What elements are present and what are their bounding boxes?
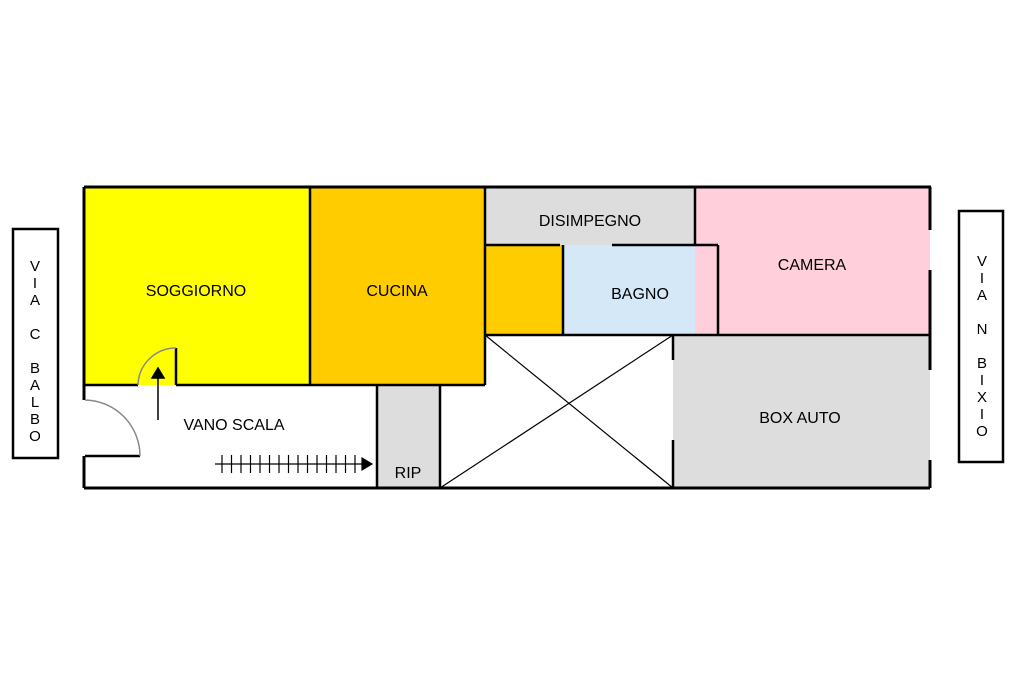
- street-letter: I: [980, 372, 984, 389]
- street-letter: L: [31, 394, 39, 411]
- street-letter: I: [980, 406, 984, 423]
- street-letter: A: [977, 287, 987, 304]
- street-box-left: [11, 227, 60, 460]
- street-letter: O: [29, 428, 41, 445]
- stairs: [215, 455, 374, 473]
- room-box-auto-fill: [673, 335, 930, 488]
- label-rip: RIP: [395, 465, 422, 482]
- label-camera: CAMERA: [778, 257, 847, 274]
- street-letter: A: [30, 292, 40, 309]
- label-soggiorno: SOGGIORNO: [146, 283, 246, 300]
- street-letter: O: [976, 423, 988, 440]
- street-letter: N: [977, 321, 988, 338]
- street-letter: C: [30, 326, 41, 343]
- outer-walls: [82, 185, 932, 490]
- street-letter: B: [30, 411, 40, 428]
- label-cucina: CUCINA: [366, 283, 428, 300]
- entry-arrow: [150, 366, 166, 420]
- room-bagno-fill: [563, 245, 718, 335]
- street-letter: I: [33, 275, 37, 292]
- label-disimpegno: DISIMPEGNO: [539, 213, 641, 230]
- room-soggiorno-fill: [85, 187, 310, 385]
- label-vano-scala: VANO SCALA: [183, 417, 284, 434]
- label-box-auto: BOX AUTO: [759, 410, 841, 427]
- street-letter: X: [977, 389, 987, 406]
- street-letter: B: [977, 355, 987, 372]
- street-letter: V: [977, 253, 987, 270]
- interior-walls: [85, 187, 930, 488]
- room-rip-fill: [377, 385, 440, 488]
- room-disimpegno-fill: [485, 187, 695, 245]
- street-box-right: [957, 209, 1005, 464]
- street-letter: B: [30, 360, 40, 377]
- street-letter: V: [30, 258, 40, 275]
- room-camera-fill: [695, 187, 930, 335]
- label-bagno: BAGNO: [611, 286, 669, 303]
- street-letter: I: [980, 270, 984, 287]
- street-letter: A: [30, 377, 40, 394]
- room-cucina-annex-fill: [485, 245, 563, 335]
- room-cucina-fill: [310, 187, 485, 385]
- door-swings: [84, 347, 177, 457]
- open-void-cross: [439, 334, 674, 489]
